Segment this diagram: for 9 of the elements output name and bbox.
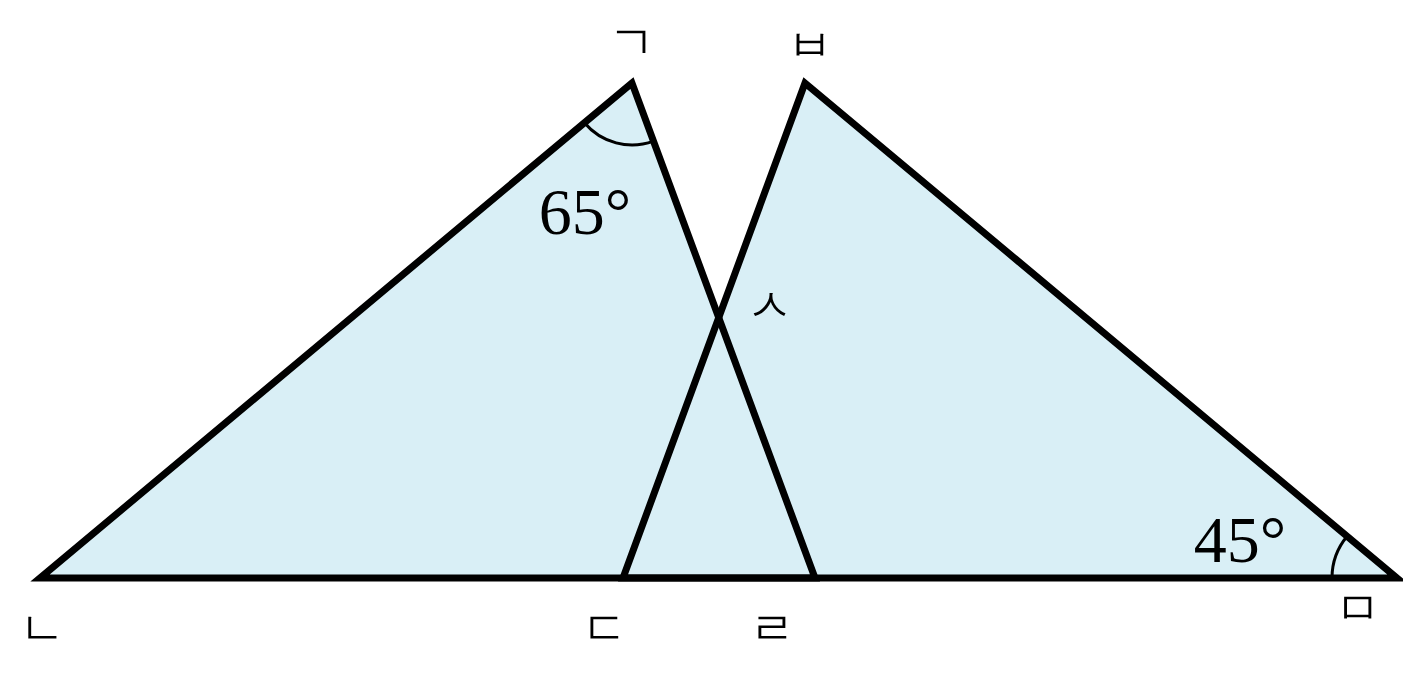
vertex-label: ㅁ bbox=[1335, 585, 1381, 631]
vertex-label: ㄷ bbox=[582, 605, 628, 651]
vertex-label: ㄴ bbox=[19, 605, 65, 651]
angle-label: 45° bbox=[1193, 507, 1287, 573]
vertex-label: ㄹ bbox=[749, 605, 795, 651]
angle-label: 65° bbox=[538, 179, 632, 245]
vertex-label: ㅂ bbox=[787, 22, 833, 68]
vertex-label: ㄱ bbox=[609, 19, 655, 65]
vertex-label: ㅅ bbox=[747, 282, 793, 328]
